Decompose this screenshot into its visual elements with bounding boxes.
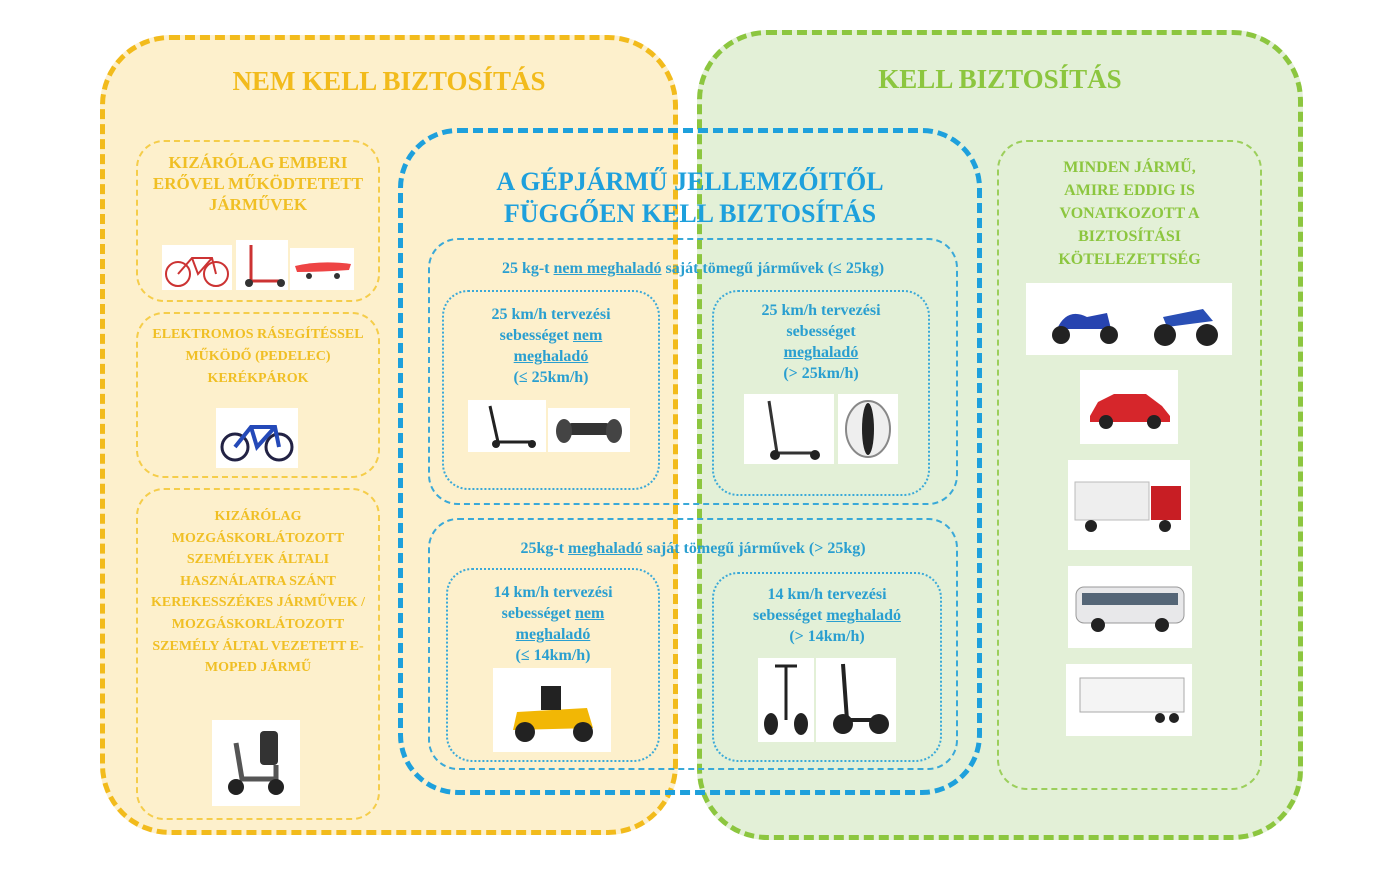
heavy-vehicles-box [428,518,958,770]
light-vehicles-box [428,238,958,505]
depends-on-vehicle-zone [398,128,982,795]
e-scooter-image [468,400,546,452]
no-insurance-title: NEM KELL BIZTOSÍTÁS [232,66,546,96]
middle-title: A GÉPJÁRMŰ JELLEMZŐITŐL FÜGGŐEN KELL BIZ… [398,166,982,230]
human-powered-text: KIZÁRÓLAG EMBERI ERŐVEL MŰKÖDTETETT JÁRM… [152,153,364,214]
disabled-mobility-text: KIZÁRÓLAG MOZGÁSKORLÁTOZOTT SZEMÉLYEK ÁL… [151,509,365,676]
light-vehicles-label: 25 kg-t nem meghaladó saját tömegű jármű… [501,260,885,277]
heavy-vehicles-label: 25kg-t meghaladó saját tömegű járművek (… [520,540,866,557]
human-powered-box: KIZÁRÓLAG EMBERI ERŐVEL MŰKÖDTETETT JÁRM… [136,140,380,302]
quad-bike-image [1138,283,1232,355]
middle-title-line1: A GÉPJÁRMŰ JELLEMZŐITŐL [496,167,884,196]
trailer-image [1066,664,1192,736]
monowheel-image [838,394,898,464]
skateboard-image [290,248,354,290]
heavy-e-scooter-image [816,658,896,742]
bus-image [1068,566,1192,648]
mobility-scooter-image [212,720,300,806]
insurance-required-title: KELL BIZTOSÍTÁS [878,64,1122,94]
truck-image [1068,460,1190,550]
car-image [1080,370,1178,444]
moped-image [1026,283,1138,355]
disabled-mobility-box: KIZÁRÓLAG MOZGÁSKORLÁTOZOTT SZEMÉLYEK ÁL… [136,488,380,820]
kick-scooter-image [236,240,288,290]
bicycle-image [162,245,232,290]
pedelec-text: ELEKTROMOS RÁSEGÍTÉSSEL MŰKÖDŐ (PEDELEC)… [152,327,364,386]
ride-on-mower-image [493,668,611,752]
middle-title-line2: FÜGGŐEN KELL BIZTOSÍTÁS [503,199,877,228]
all-vehicles-text: MINDEN JÁRMŰ, AMIRE EDDIG IS VONATKOZOTT… [1058,159,1201,268]
hoverboard-image [548,408,630,452]
e-bike-image [216,408,298,468]
all-vehicles-box: MINDEN JÁRMŰ, AMIRE EDDIG IS VONATKOZOTT… [997,140,1262,790]
pedelec-box: ELEKTROMOS RÁSEGÍTÉSSEL MŰKÖDŐ (PEDELEC)… [136,312,380,478]
e-scooter-fast-image [744,394,834,464]
segway-image [758,658,814,742]
